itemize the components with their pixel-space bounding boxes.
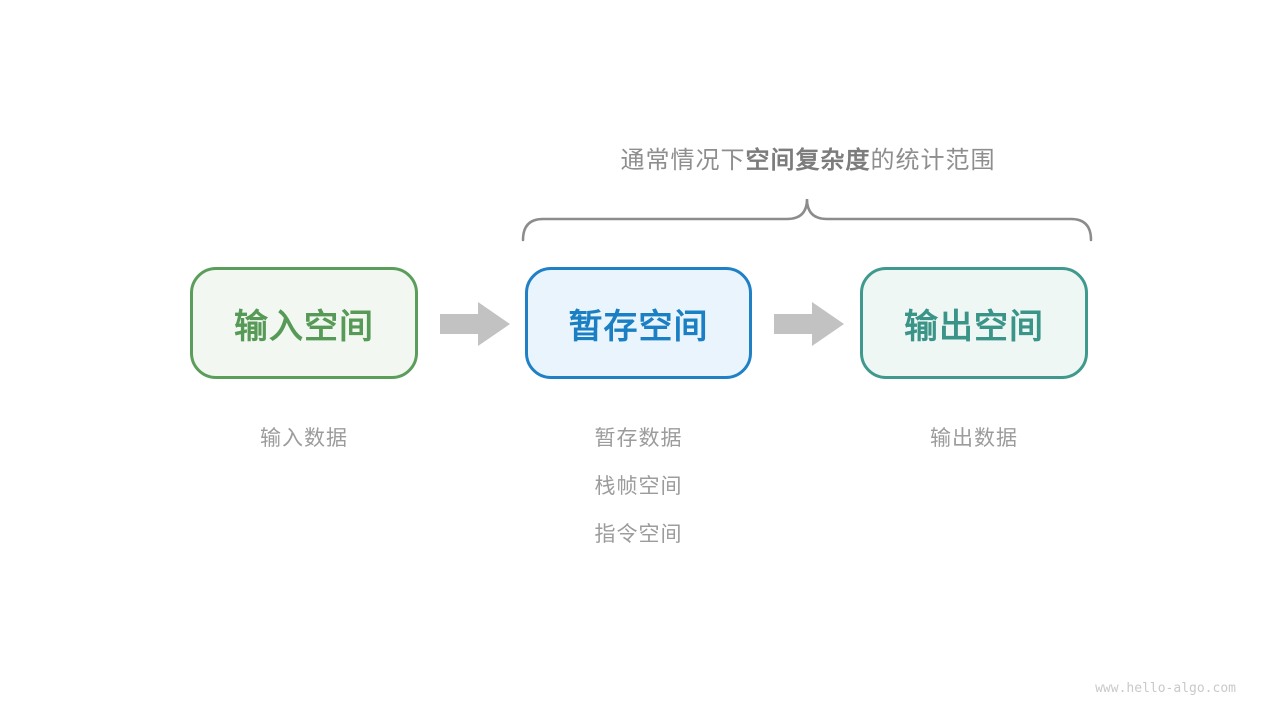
notes-output-space: 输出数据 bbox=[860, 415, 1088, 463]
note-label: 指令空间 bbox=[594, 523, 683, 546]
box-temporary-space-label: 暂存空间 bbox=[568, 307, 709, 346]
notes-input-space: 输入数据 bbox=[190, 415, 418, 463]
scope-annotation-prefix: 通常情况下 bbox=[620, 147, 746, 174]
box-input-space-label: 输入空间 bbox=[234, 307, 374, 346]
arrow-right-icon bbox=[774, 302, 844, 346]
note-label: 输出数据 bbox=[930, 427, 1018, 450]
watermark: www.hello-algo.com bbox=[1095, 681, 1236, 696]
arrow-right-icon bbox=[440, 302, 510, 346]
note-label: 输入数据 bbox=[260, 427, 348, 450]
brace-icon bbox=[521, 198, 1093, 242]
scope-annotation: 通常情况下空间复杂度的统计范围 bbox=[524, 147, 1092, 175]
scope-annotation-bold: 空间复杂度 bbox=[745, 147, 871, 174]
box-output-space: 输出空间 bbox=[860, 267, 1088, 379]
note-label: 栈帧空间 bbox=[594, 475, 683, 498]
box-input-space: 输入空间 bbox=[190, 267, 418, 379]
note-label: 暂存数据 bbox=[594, 427, 683, 450]
box-temporary-space: 暂存空间 bbox=[525, 267, 752, 379]
notes-temporary-space: 暂存数据 栈帧空间 指令空间 bbox=[525, 415, 752, 559]
scope-annotation-suffix: 的统计范围 bbox=[870, 147, 996, 174]
box-output-space-label: 输出空间 bbox=[904, 307, 1044, 346]
